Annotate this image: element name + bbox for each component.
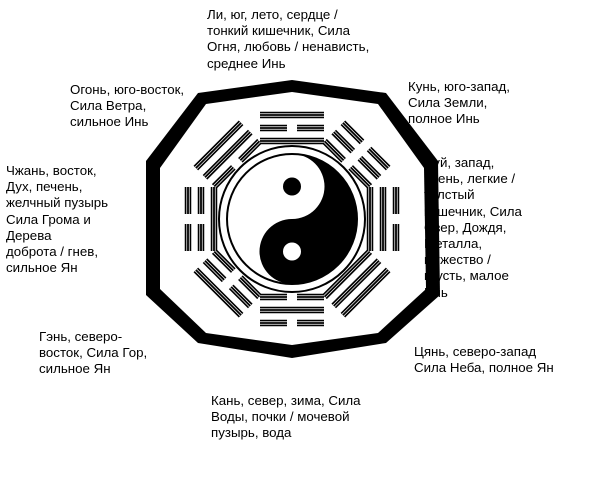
yang-line xyxy=(260,111,324,119)
label-southeast: Огонь, юго-восток, Сила Ветра, сильное И… xyxy=(70,82,185,130)
trigram-south xyxy=(260,111,324,145)
label-north: Кань, север, зима, Сила Воды, почки / мо… xyxy=(211,393,361,441)
trigram-north xyxy=(260,293,324,327)
yang-line xyxy=(340,267,391,318)
yin-line xyxy=(331,129,382,180)
label-east: Чжань, восток, Дух, печень, желчный пузы… xyxy=(6,163,109,276)
yang-dot xyxy=(283,242,301,261)
yin-line xyxy=(340,120,391,171)
yang-line xyxy=(366,187,374,251)
yang-line xyxy=(202,129,253,180)
trigram-layer xyxy=(184,111,400,327)
label-west: Дуй, запад, осень, легкие / толстый кише… xyxy=(424,155,522,300)
yin-line xyxy=(184,187,192,251)
yin-dot xyxy=(283,177,301,196)
trigram-northeast xyxy=(193,249,262,318)
yin-line xyxy=(197,187,205,251)
yang-line xyxy=(379,187,387,251)
yang-line xyxy=(193,267,244,318)
yang-line xyxy=(331,258,382,309)
label-south: Ли, юг, лето, сердце / тонкий кишечник, … xyxy=(207,7,370,71)
yin-line xyxy=(260,124,324,132)
yin-line xyxy=(260,293,324,301)
trigram-southeast xyxy=(193,120,262,189)
yang-line xyxy=(193,120,244,171)
yin-line xyxy=(202,258,253,309)
trigram-west xyxy=(366,187,400,251)
trigram-northwest xyxy=(322,249,391,318)
label-southwest: Кунь, юго-запад, Сила Земли, полное Инь xyxy=(408,79,510,127)
yang-line xyxy=(322,249,373,300)
yin-line xyxy=(211,249,262,300)
yang-line xyxy=(210,187,218,251)
trigram-southwest xyxy=(322,120,391,189)
yin-line xyxy=(260,319,324,327)
yin-line xyxy=(392,187,400,251)
yang-line xyxy=(260,137,324,145)
yin-yang-symbol xyxy=(218,145,366,293)
trigram-east xyxy=(184,187,218,251)
yin-line xyxy=(211,138,262,189)
yin-line xyxy=(322,138,373,189)
yang-line xyxy=(260,306,324,314)
label-northeast: Гэнь, северо- восток, Сила Гор, сильное … xyxy=(39,329,148,377)
label-northwest: Цянь, северо-запад Сила Неба, полное Ян xyxy=(414,344,554,376)
